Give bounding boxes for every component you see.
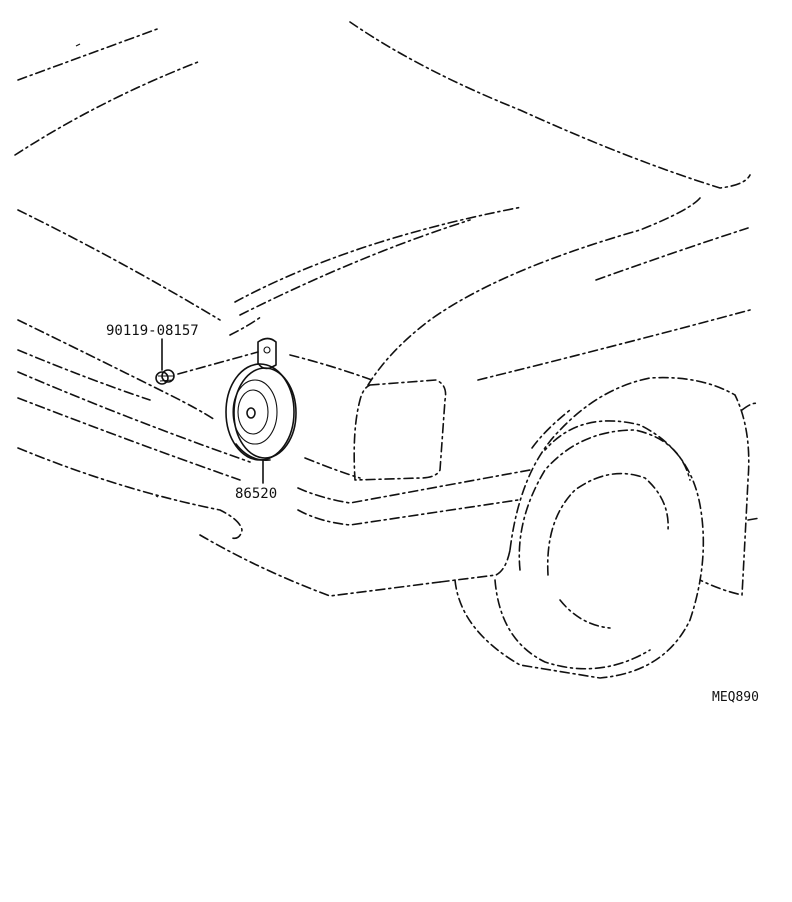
part-label-horn: 86520 <box>235 486 278 502</box>
headlight-outline <box>289 354 447 481</box>
bolt-alignment-line <box>177 351 259 375</box>
wheel-arch-outline <box>509 376 761 596</box>
bumper-outline <box>17 319 441 597</box>
hood-outline <box>14 21 751 386</box>
drawing-code: MEQ890 <box>712 690 759 705</box>
horn-part <box>225 337 297 461</box>
misc-marks <box>75 43 159 498</box>
part-label-bolt: 90119-08157 <box>106 323 199 339</box>
lower-bumper-outline <box>297 469 531 583</box>
bolt-part <box>155 369 175 385</box>
wheel-outline <box>454 420 705 679</box>
